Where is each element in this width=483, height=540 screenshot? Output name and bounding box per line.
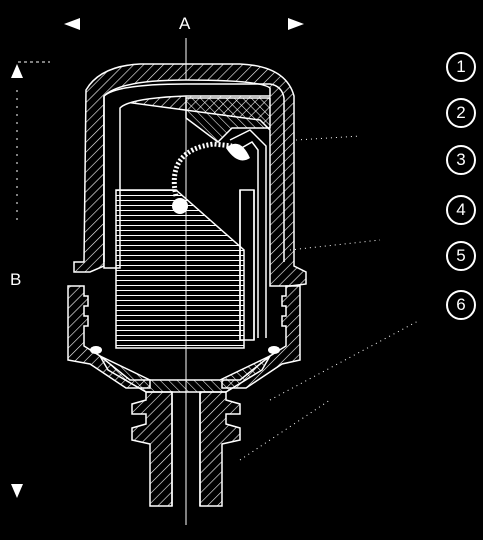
dimension-b-arrows bbox=[11, 61, 50, 498]
callout-leader-lines bbox=[239, 135, 421, 461]
inner-chamber bbox=[103, 83, 285, 262]
connection-stem bbox=[131, 391, 241, 507]
callout-4: 4 bbox=[446, 195, 476, 225]
dimension-a-arrows bbox=[64, 18, 304, 30]
callout-3: 3 bbox=[446, 145, 476, 175]
dimension-a-label: A bbox=[179, 14, 191, 33]
lever-arm bbox=[171, 141, 233, 197]
float bbox=[115, 189, 245, 349]
callout-1: 1 bbox=[446, 52, 476, 82]
lever-block bbox=[185, 97, 271, 143]
valve-seal bbox=[226, 143, 250, 161]
o-ring-right bbox=[268, 346, 280, 354]
callout-2: 2 bbox=[446, 98, 476, 128]
threaded-nut bbox=[67, 285, 301, 389]
callout-5: 5 bbox=[446, 241, 476, 271]
o-ring-left bbox=[90, 346, 102, 354]
callout-6: 6 bbox=[446, 290, 476, 320]
base-body bbox=[98, 354, 272, 393]
dimension-b-label: B bbox=[10, 270, 22, 289]
